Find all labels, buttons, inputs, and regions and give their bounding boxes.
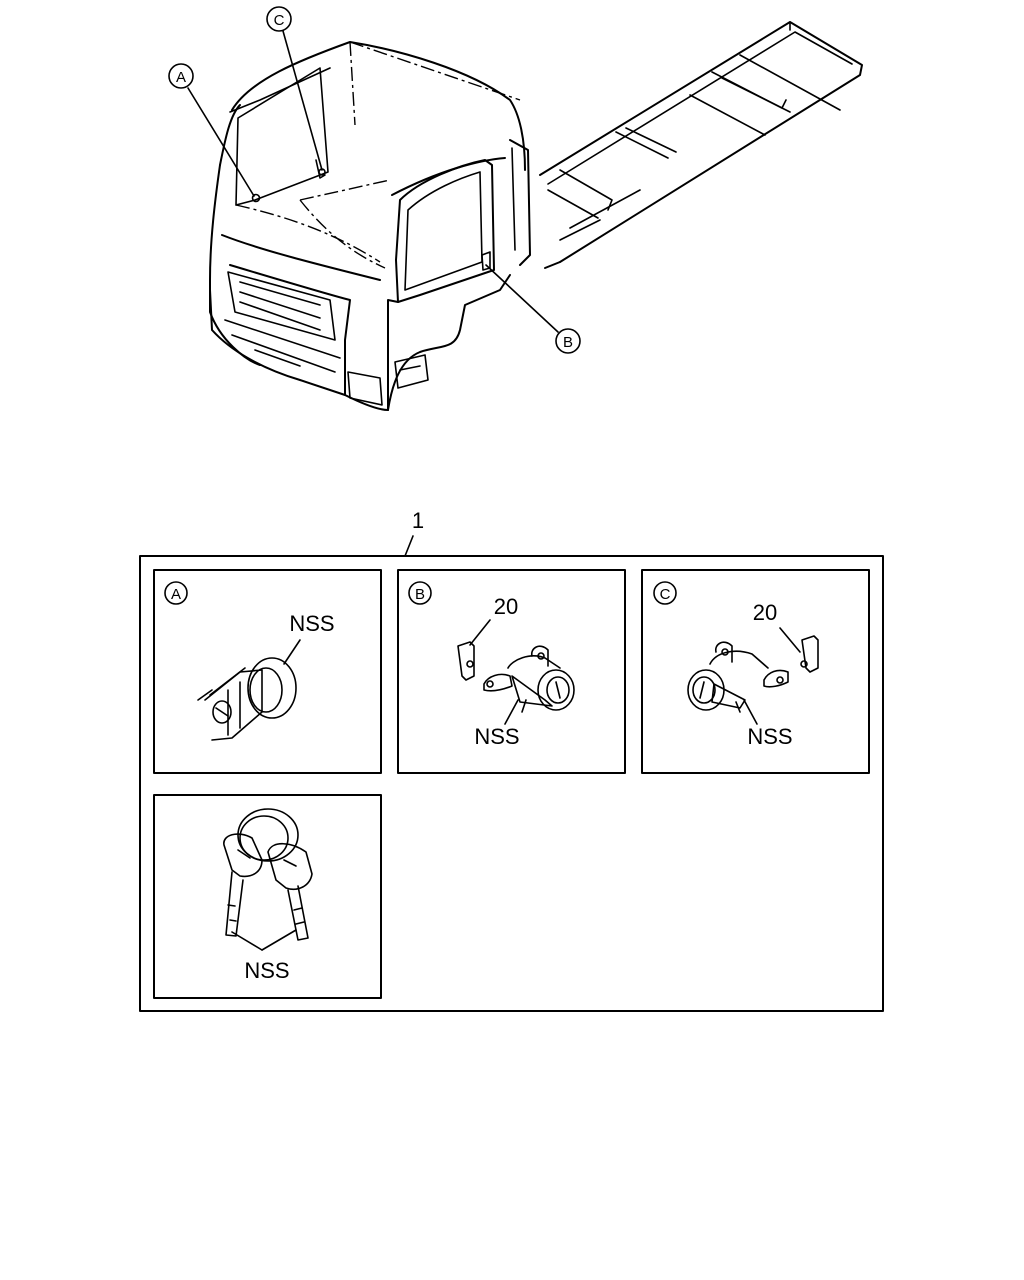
panel-a-letter: A (164, 581, 188, 605)
panel-keys: NSS (153, 794, 382, 999)
svg-text:C: C (274, 12, 285, 29)
callout-b-leader (485, 264, 559, 333)
ignition-lock-cylinder (197, 657, 297, 741)
assembly-item-1: 1 (404, 508, 424, 557)
svg-text:A: A (171, 586, 181, 603)
panel-keys-nss-label: NSS (244, 958, 289, 983)
panel-b-letter: B (408, 581, 432, 605)
truck-cab (209, 41, 531, 411)
callout-b: B (555, 328, 581, 354)
panel-c-nss-label: NSS (747, 724, 792, 749)
panel-c: C 20 NSS (641, 569, 870, 774)
callout-a-point (251, 193, 261, 203)
panel-b-part-20-label: 20 (494, 594, 518, 619)
panel-c-part-20-label: 20 (753, 600, 777, 625)
door-lock-cylinder-c (687, 635, 819, 713)
callout-c: C (266, 6, 292, 32)
callout-a-leader (187, 87, 255, 197)
assembly-box (139, 555, 884, 1012)
chassis-frame (539, 21, 863, 269)
callout-c-point (318, 168, 326, 176)
callout-a: A (168, 63, 194, 89)
panel-b-nss-label: NSS (474, 724, 519, 749)
door-lock-cylinder-b (457, 641, 575, 713)
svg-text:C: C (660, 586, 671, 603)
svg-text:B: B (415, 586, 425, 603)
truck-illustration: A C B (168, 6, 863, 411)
callout-c-leader (282, 30, 323, 171)
panel-c-letter: C (653, 581, 677, 605)
key-set (223, 808, 313, 941)
svg-text:B: B (563, 334, 573, 351)
panel-a: A NSS (153, 569, 382, 774)
panel-b: B 20 NSS (397, 569, 626, 774)
svg-text:A: A (176, 69, 186, 86)
item-number: 1 (412, 508, 424, 533)
panel-a-nss-label: NSS (289, 611, 334, 636)
